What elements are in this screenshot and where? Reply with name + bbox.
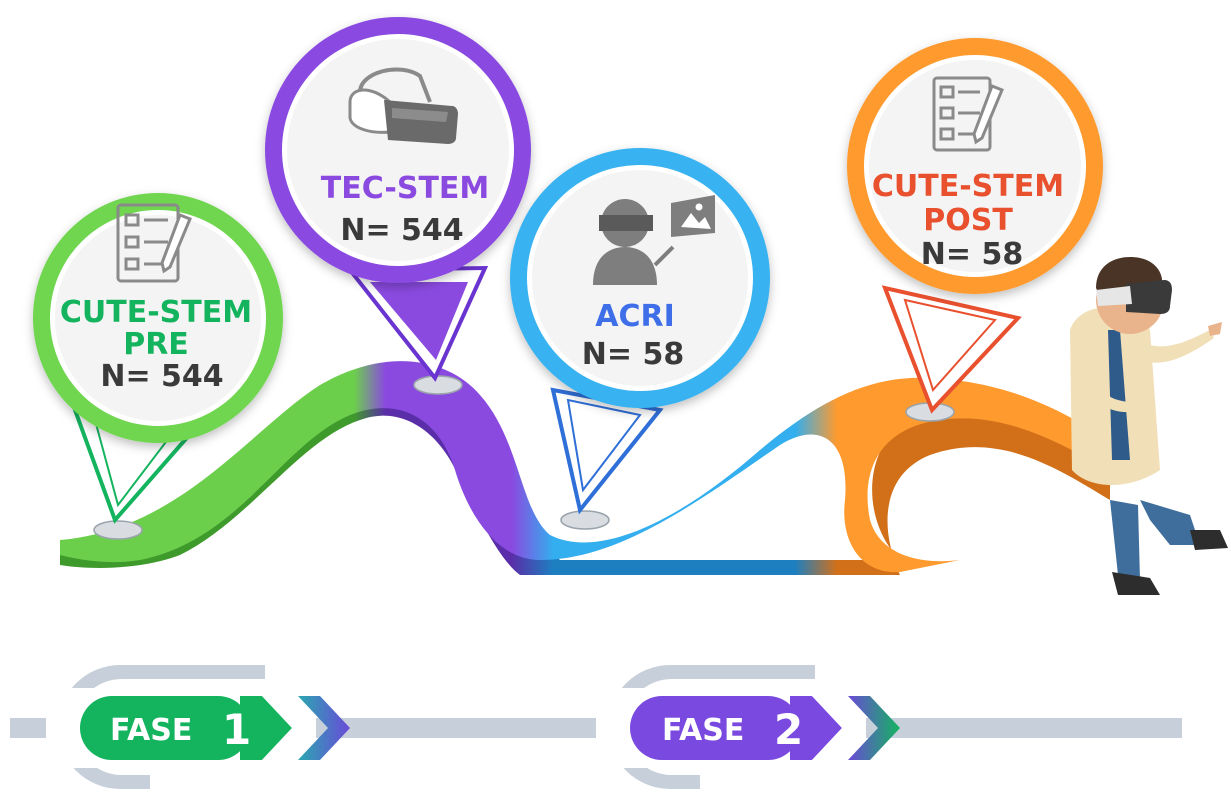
pin-n-value: N= 58 xyxy=(582,337,684,372)
winding-road xyxy=(60,361,1110,575)
vr-user-icon xyxy=(593,195,715,285)
pin-title-line1: TEC-STEM xyxy=(321,171,490,206)
road-markers xyxy=(93,375,955,540)
pin-n-value: N= 544 xyxy=(340,213,463,248)
phase-timeline: FASE 1 FASE 2 xyxy=(10,665,1182,789)
checklist-icon xyxy=(932,76,1004,152)
pin-title-line2: PRE xyxy=(123,327,189,362)
phase-number: 2 xyxy=(774,705,803,754)
phase-1-badge: FASE 1 xyxy=(46,665,350,789)
pin-n-value: N= 544 xyxy=(100,359,223,394)
pin-n-value: N= 58 xyxy=(921,237,1023,272)
phase-label: FASE xyxy=(110,713,192,748)
pin-title-line2: POST xyxy=(923,203,1013,238)
pin-cute-stem-pre: CUTE-STEM PRE N= 544 xyxy=(33,193,283,524)
pin-title-line1: ACRI xyxy=(595,299,675,334)
pin-tec-stem: TEC-STEM N= 544 xyxy=(265,17,531,382)
phase-label: FASE xyxy=(662,713,744,748)
checklist-icon xyxy=(116,203,192,283)
phase-2-badge: FASE 2 xyxy=(596,665,900,789)
vr-person-illustration xyxy=(1070,257,1228,595)
vr-headset-icon xyxy=(348,67,458,144)
pin-acri: ACRI N= 58 xyxy=(510,148,770,515)
pin-title-line1: CUTE-STEM xyxy=(872,169,1064,204)
phase-number: 1 xyxy=(222,705,251,754)
pin-title-line1: CUTE-STEM xyxy=(60,295,252,330)
pin-cute-stem-post: CUTE-STEM POST N= 58 xyxy=(847,38,1103,414)
